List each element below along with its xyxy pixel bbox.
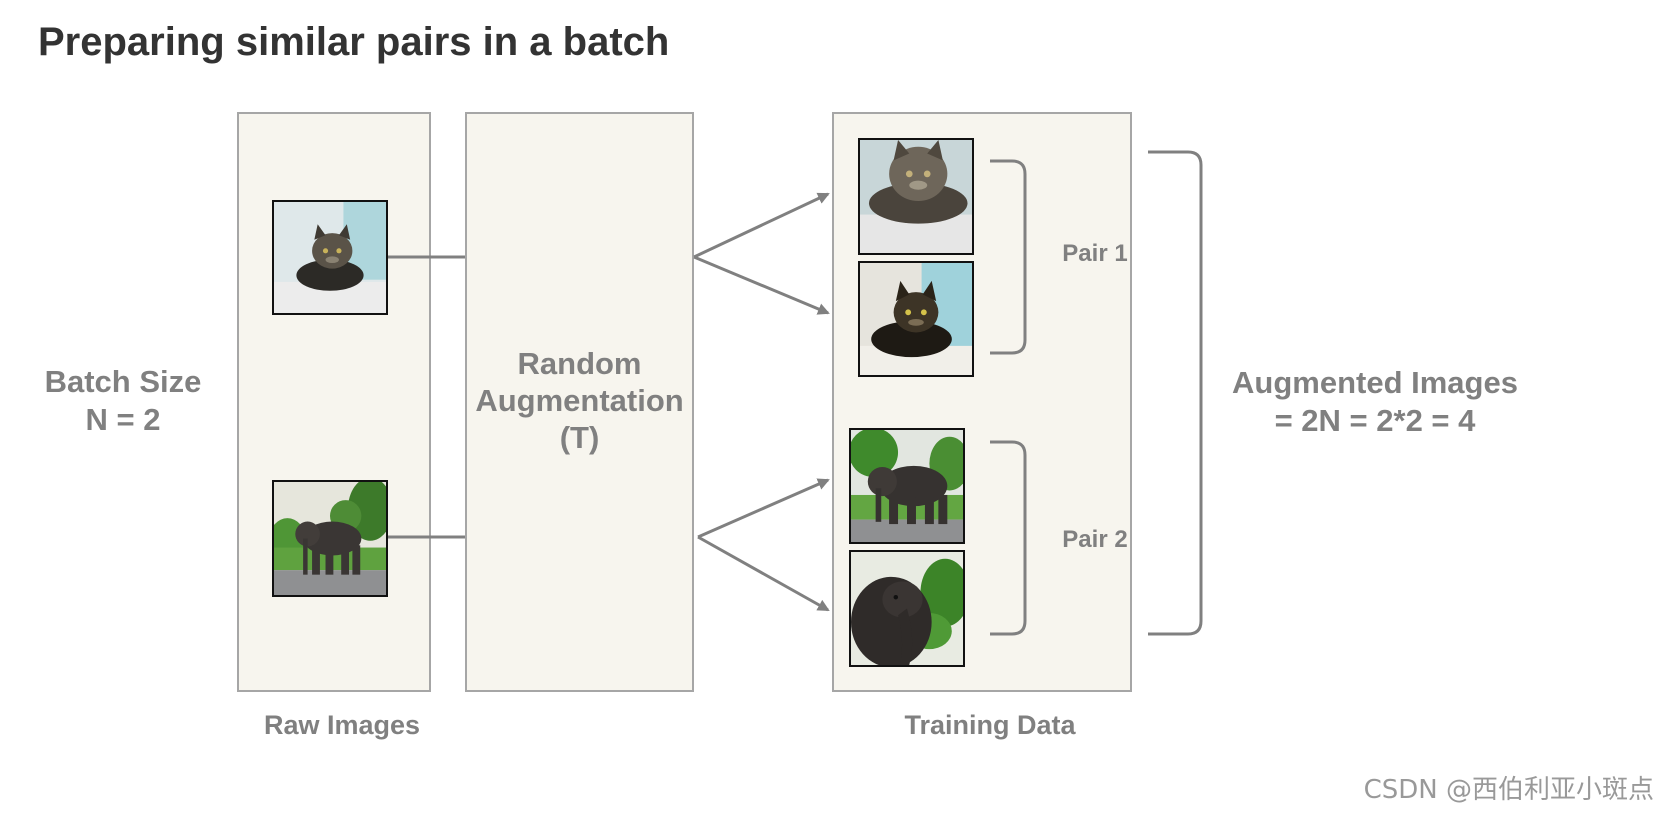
raw-images-caption: Raw Images bbox=[263, 710, 421, 740]
augmentation-label: Random Augmentation (T) bbox=[467, 345, 692, 456]
diagram-title: Preparing similar pairs in a batch bbox=[38, 20, 670, 64]
augmented-images-formula: = 2N = 2*2 = 4 bbox=[1274, 403, 1476, 438]
batch-size-label: Batch Size N = 2 bbox=[28, 363, 218, 439]
arrow-cat-to-aug2 bbox=[693, 255, 830, 315]
arrow-elephant-to-aug2 bbox=[697, 535, 830, 612]
augmentation-line-1: Random bbox=[517, 346, 642, 381]
augmented-bracket bbox=[1148, 150, 1203, 636]
raw-cat-image bbox=[272, 200, 388, 315]
augmented-elephant-crop bbox=[849, 428, 965, 544]
augmented-images-title: Augmented Images bbox=[1232, 365, 1518, 400]
augmented-elephant-zoom bbox=[849, 550, 965, 667]
augmented-cat-crop bbox=[858, 138, 974, 255]
watermark: CSDN @西伯利亚小斑点 bbox=[1363, 775, 1654, 805]
raw-elephant-image bbox=[272, 480, 388, 597]
batch-size-title: Batch Size bbox=[44, 364, 202, 399]
arrow-elephant-to-aug1 bbox=[697, 478, 830, 539]
augmented-images-label: Augmented Images = 2N = 2*2 = 4 bbox=[1215, 364, 1535, 440]
pair-2-bracket bbox=[990, 440, 1027, 636]
augmentation-line-3: (T) bbox=[559, 420, 600, 455]
augmented-cat-color bbox=[858, 261, 974, 377]
arrow-cat-to-aug1 bbox=[693, 192, 830, 259]
augmentation-panel bbox=[465, 112, 694, 692]
pair-2-label: Pair 2 bbox=[1062, 526, 1128, 553]
batch-size-value: N = 2 bbox=[85, 402, 161, 437]
pair-1-bracket bbox=[990, 159, 1027, 355]
pair-1-label: Pair 1 bbox=[1062, 240, 1128, 267]
training-data-caption: Training Data bbox=[904, 710, 1076, 740]
augmentation-line-2: Augmentation bbox=[475, 383, 684, 418]
